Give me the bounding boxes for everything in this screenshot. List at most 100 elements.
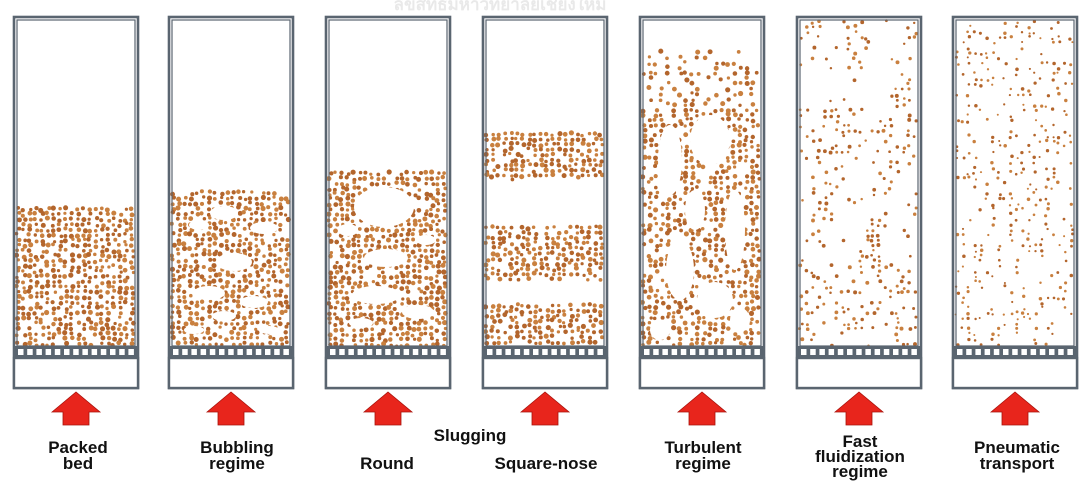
particle (520, 133, 524, 137)
plenum-chamber (326, 358, 450, 388)
particle (738, 149, 742, 153)
particle (816, 156, 820, 160)
particle (646, 340, 651, 345)
particle (522, 336, 526, 340)
particle (178, 314, 182, 318)
particle (576, 309, 580, 313)
particle (736, 335, 741, 340)
particle (653, 164, 657, 168)
particle (274, 213, 277, 216)
particle (370, 182, 375, 187)
particle (412, 171, 415, 174)
particle (1040, 53, 1042, 55)
particle (224, 306, 229, 311)
particle (99, 218, 103, 222)
particle (569, 272, 573, 276)
particle (1023, 287, 1025, 289)
particle (63, 234, 67, 238)
particle (86, 252, 91, 257)
particle (267, 191, 271, 195)
gas-inlet-arrow-icon (678, 392, 726, 425)
particle (1053, 136, 1055, 138)
particle (496, 272, 499, 275)
column-inner-wall (486, 20, 604, 346)
particle (594, 163, 598, 167)
particle (544, 232, 548, 236)
particle (550, 276, 555, 281)
particle (412, 263, 416, 267)
particle (45, 211, 49, 215)
particle (900, 327, 904, 331)
particle (63, 205, 68, 210)
particle (272, 233, 275, 236)
particle (738, 280, 742, 284)
particle (714, 341, 717, 344)
particle (1057, 21, 1060, 24)
particle (715, 171, 719, 175)
particle (406, 280, 411, 285)
particle (99, 211, 103, 215)
particle (858, 260, 861, 263)
particle (406, 300, 411, 305)
particle (755, 109, 758, 112)
particle (538, 246, 543, 251)
particle (125, 221, 129, 225)
particle (727, 76, 730, 79)
particle (750, 317, 754, 321)
particle (575, 240, 579, 244)
particle (436, 238, 439, 241)
particle (176, 305, 180, 309)
particle (648, 55, 651, 58)
particle (58, 317, 62, 321)
particle (207, 196, 212, 201)
particle (125, 336, 128, 339)
particle (45, 215, 50, 220)
particle (100, 238, 103, 241)
particle (345, 296, 350, 301)
particle (907, 281, 910, 284)
particle (346, 300, 350, 304)
particle (71, 243, 75, 247)
particle (853, 52, 857, 56)
particle (334, 240, 339, 245)
particle (556, 341, 560, 345)
particle (206, 231, 211, 236)
particle (557, 277, 562, 282)
particle (52, 280, 55, 283)
particle (510, 174, 513, 177)
particle (357, 254, 362, 259)
particle (23, 333, 27, 337)
particle (703, 56, 708, 61)
particle (176, 197, 181, 202)
particle (261, 241, 265, 245)
particle (65, 307, 69, 311)
particle (440, 290, 445, 295)
particle (399, 286, 404, 291)
particle (817, 35, 819, 37)
particle (1010, 291, 1013, 294)
particle (906, 234, 910, 238)
particle (546, 314, 550, 318)
particle (1058, 35, 1060, 37)
particle (495, 142, 500, 147)
particle (434, 302, 439, 307)
particle (342, 296, 345, 299)
particle (557, 231, 562, 236)
particle (718, 223, 723, 228)
particle (974, 83, 977, 86)
particle (737, 302, 741, 306)
particle (679, 122, 683, 126)
particle (972, 140, 975, 143)
particle (576, 149, 580, 153)
particle (502, 240, 506, 244)
particle (884, 212, 888, 216)
particle (419, 223, 423, 227)
particle (913, 212, 916, 215)
particle (816, 306, 819, 309)
particle (683, 98, 688, 103)
particle (1052, 233, 1055, 236)
particle (51, 206, 56, 211)
particle (672, 311, 675, 314)
particle (526, 276, 531, 281)
particle (345, 271, 349, 275)
